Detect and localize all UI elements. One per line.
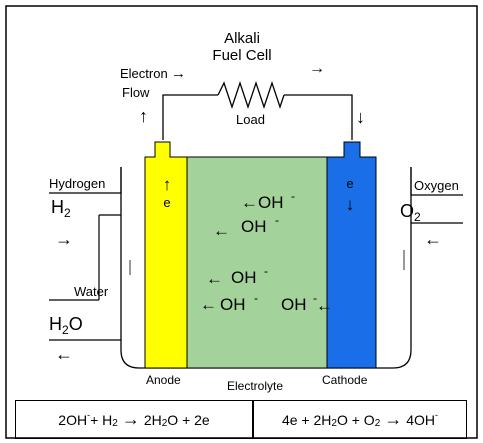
cathode-electron-label: e: [346, 176, 353, 191]
ion-charge: -: [291, 189, 295, 203]
ion-arrow-left-icon: ←: [206, 269, 223, 288]
hydroxide-ion-3: ← OH -: [206, 264, 268, 288]
eq-subscript: 2: [161, 418, 168, 429]
cathode-electron-arrow-down-icon: ↓: [346, 195, 355, 214]
electron-arrow-right-top-icon: →: [309, 60, 325, 77]
water-arrow-left-icon: ←: [55, 344, 73, 364]
eq-subscript: 2: [331, 418, 337, 429]
eq-term: 2OH: [58, 411, 88, 428]
h2-formula: H2: [51, 197, 71, 220]
ion-arrow-left-icon: ←: [241, 193, 258, 212]
ion-formula: OH: [258, 193, 284, 212]
electron-arrow-right-icon: →: [171, 65, 186, 82]
eq-term: 4e + 2H: [281, 411, 332, 428]
eq-term: 2H: [143, 411, 162, 428]
cathode-electrode: [326, 141, 377, 369]
reaction-arrow-icon: →: [121, 409, 140, 429]
anode-electron-arrow-up-icon: ↑: [163, 175, 172, 194]
oxygen-inlet-pipe-top: [410, 167, 463, 196]
ion-formula: OH: [241, 217, 267, 236]
ion-formula: OH: [231, 268, 257, 287]
ion-charge: -: [313, 291, 317, 305]
eq-term: O + O: [336, 411, 375, 428]
hydroxide-ion-1: ← OH -: [241, 189, 295, 212]
ion-charge: -: [264, 264, 268, 278]
hydroxide-ion-4: ← OH -: [200, 291, 258, 314]
ion-arrow-left-icon: ←: [200, 295, 217, 314]
anode-electron-label: e: [163, 195, 170, 210]
load-resistor-icon: [217, 80, 285, 110]
reaction-arrow-icon: →: [384, 409, 403, 429]
electron-flow-label-line-1: Electron: [120, 66, 168, 81]
title-line-2: Fuel Cell: [212, 47, 271, 64]
oxygen-arrow-left-icon: ←: [424, 229, 442, 249]
electrolyte-region: [186, 156, 328, 369]
eq-charge: -: [87, 409, 91, 420]
ion-formula: OH: [281, 295, 307, 314]
hydroxide-ion-5: OH - ←: [281, 291, 333, 315]
eq-term: 4OH: [406, 411, 436, 428]
load-label: Load: [236, 112, 265, 127]
water-label: Water: [74, 284, 109, 299]
eq-subscript: 2: [112, 418, 118, 429]
hydrogen-arrow-right-icon: →: [55, 229, 73, 249]
hydrogen-label: Hydrogen: [49, 176, 105, 191]
eq-subscript: 2: [374, 418, 381, 429]
h2o-formula: H2O: [49, 314, 83, 337]
ion-formula: OH: [220, 295, 246, 314]
title-line-1: Alkali: [224, 30, 260, 47]
circuit-wire-left: [162, 94, 218, 140]
ion-arrow-left-icon: ←: [213, 221, 230, 240]
hydrogen-inlet-pipe-top: [49, 167, 122, 194]
anode-electrode: [144, 141, 188, 369]
cathode-label: Cathode: [322, 373, 368, 387]
eq-term: O + 2e: [167, 411, 210, 428]
eq-charge: -: [435, 409, 439, 420]
ion-charge: -: [254, 291, 258, 305]
electrolyte-label: Electrolyte: [227, 379, 283, 393]
electron-arrow-down-icon: ↓: [356, 107, 365, 127]
hydroxide-ion-2: ← OH -: [213, 213, 279, 240]
o2-formula: O2: [400, 201, 421, 224]
ion-arrow-left-icon: ←: [316, 296, 333, 315]
anode-label: Anode: [146, 373, 181, 387]
circuit-wire-right: [284, 94, 353, 140]
electron-arrow-up-icon: ↑: [139, 106, 148, 126]
eq-term: + H: [90, 411, 113, 428]
ion-charge: -: [275, 213, 279, 227]
oxygen-label: Oxygen: [414, 178, 459, 193]
electron-flow-label-line-2: Flow: [122, 85, 150, 100]
